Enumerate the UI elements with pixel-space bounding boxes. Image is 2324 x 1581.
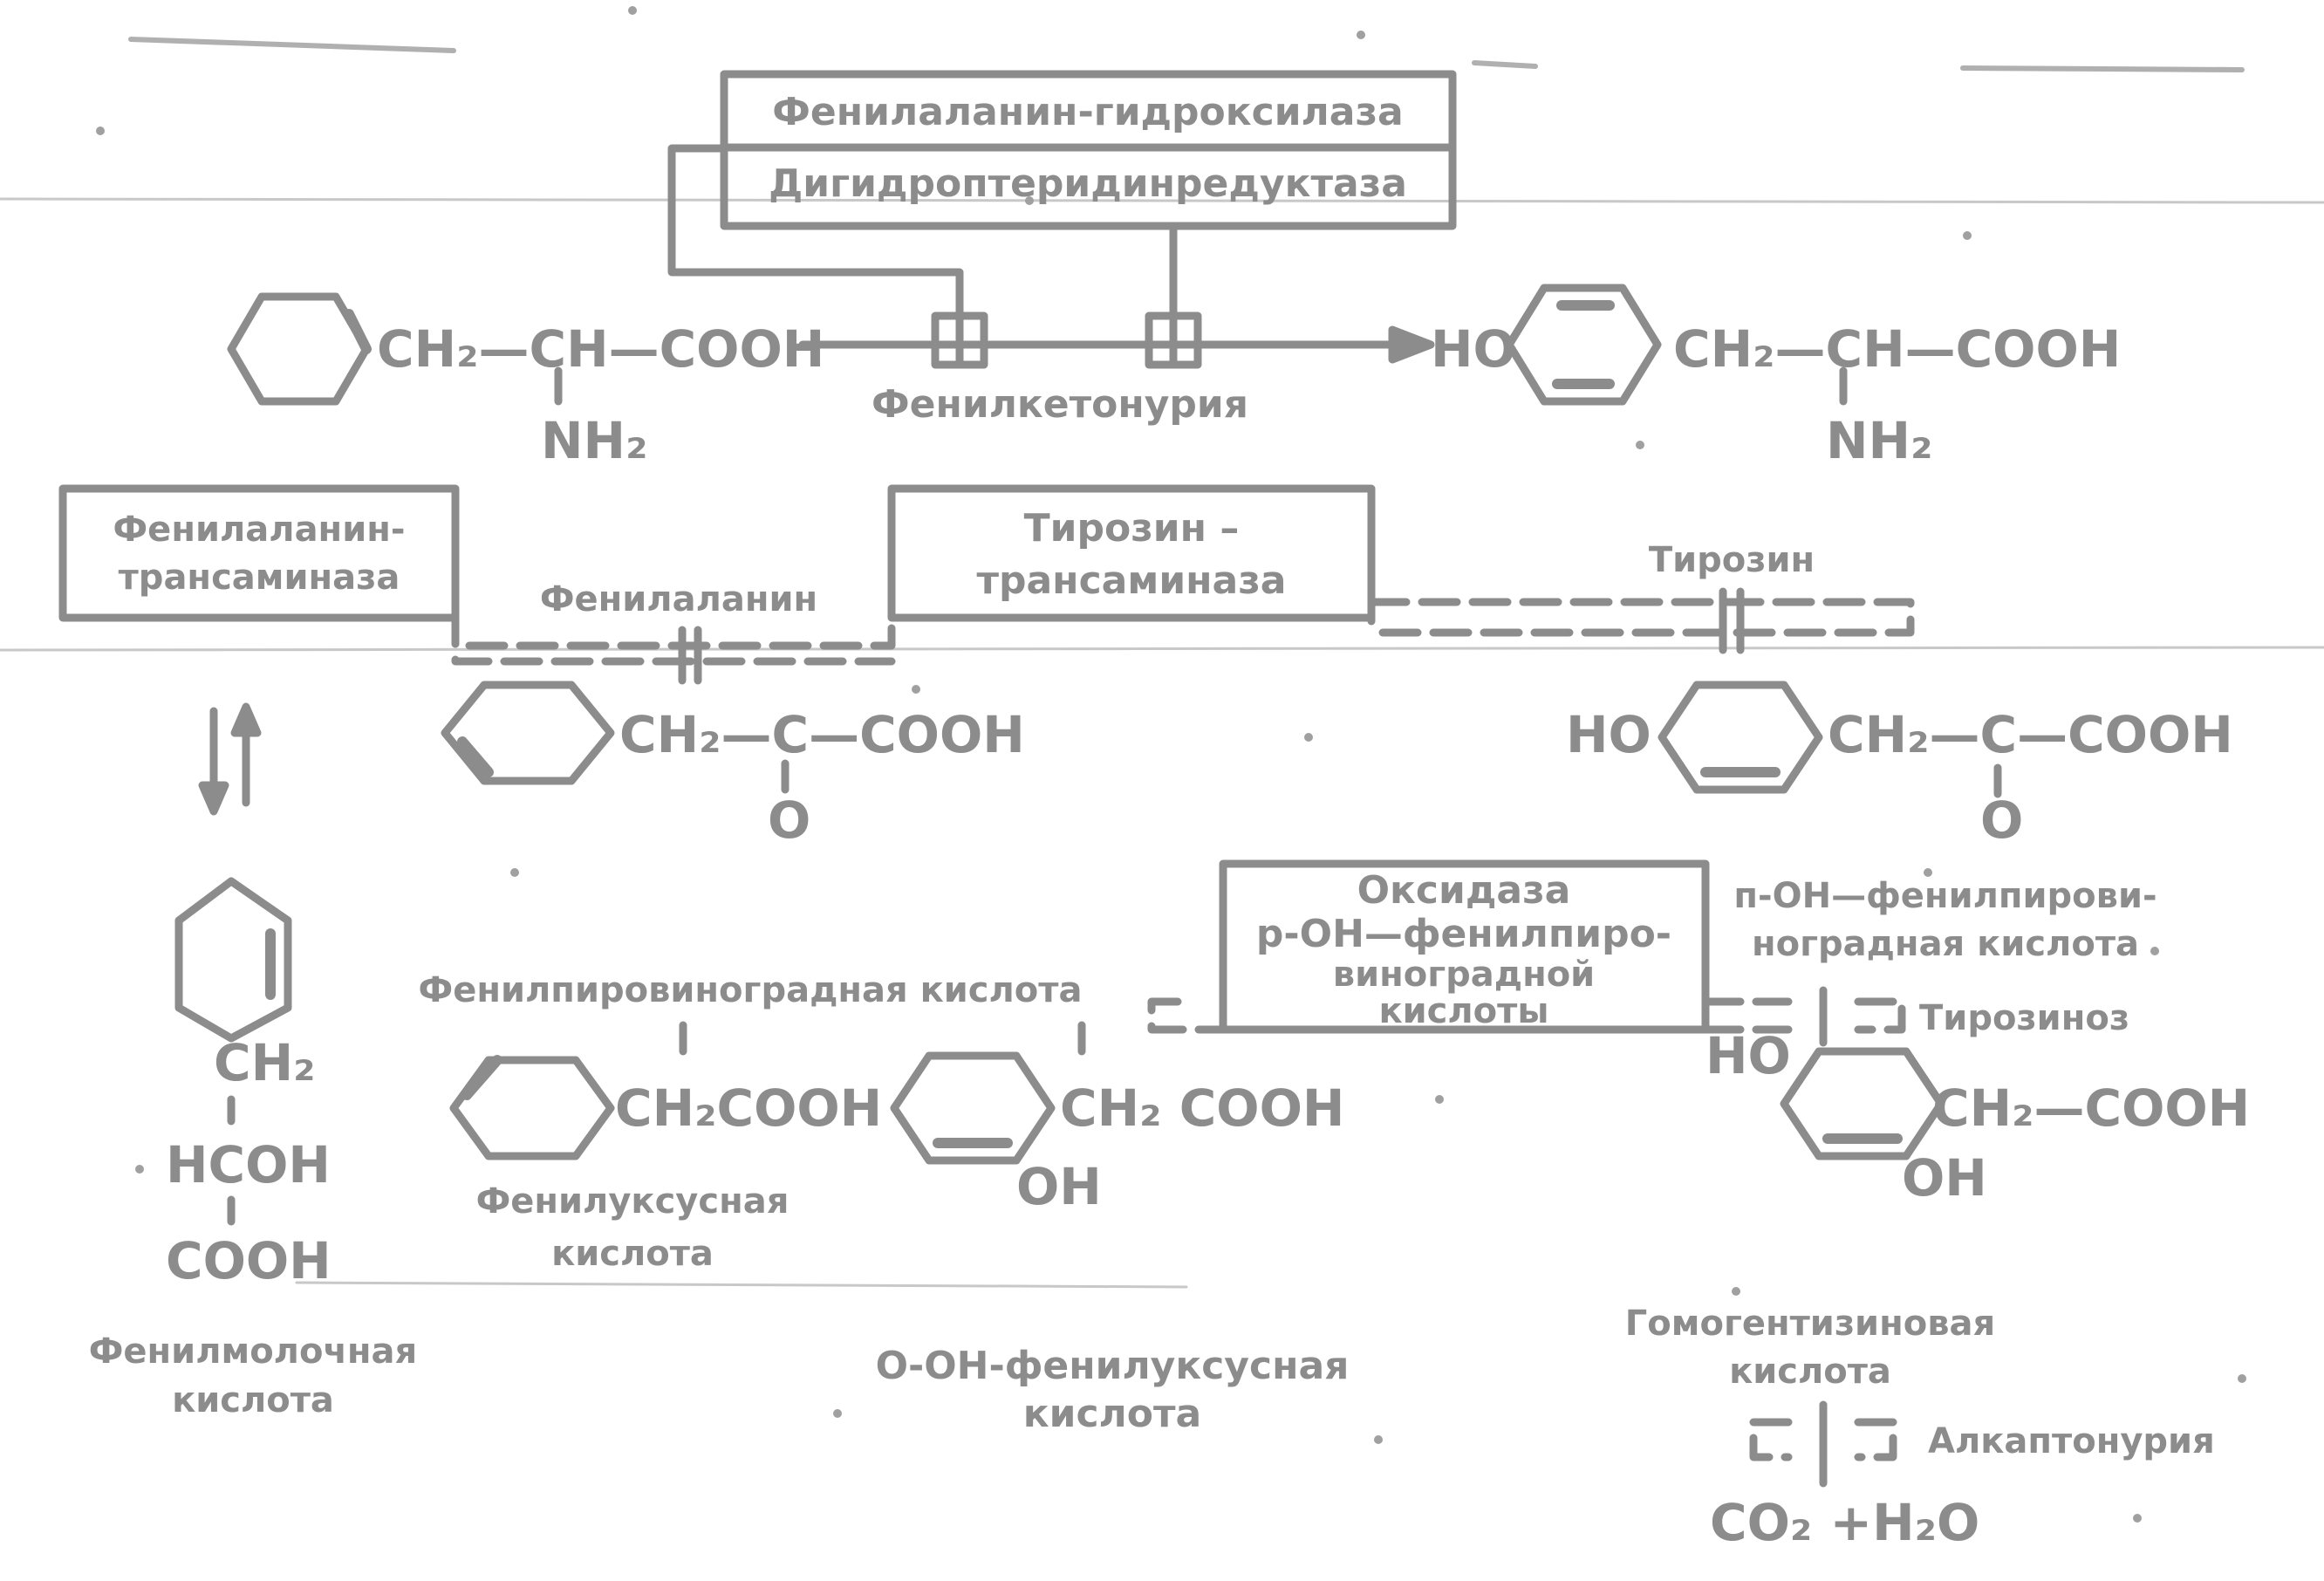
- tyr-transaminase-label-1: Тирозин –: [1024, 506, 1240, 551]
- tyrosine-block-label: Тирозин: [1649, 540, 1815, 580]
- oxidase-label-2: р-ОН—фенилпиро-: [1256, 912, 1671, 956]
- hga-side-chain: CH₂—COOH: [1932, 1078, 2250, 1138]
- phe-transaminase-label-2: трансаминаза: [119, 558, 400, 598]
- phe-transaminase-label-1: Фенилаланин-: [113, 510, 406, 550]
- ohpaa-hydroxy-group: OH: [1016, 1157, 1102, 1216]
- phenyllactic-acid-label-1: Фенилмолочная: [89, 1331, 417, 1372]
- hydroxylase-link: [667, 144, 964, 320]
- homogentisic-acid-label-2: кислота: [1729, 1352, 1891, 1392]
- phe-to-tyr-arrowhead: [1388, 325, 1435, 364]
- co2-h2o-products: CO₂ +H₂O: [1710, 1493, 1979, 1552]
- o-oh-phenylacetic-label-2: кислота: [1023, 1392, 1201, 1436]
- hga-hydroxy-bottom: OH: [1902, 1148, 1987, 1208]
- tyr-benzene-ring: [1505, 284, 1662, 406]
- ohpaa-side-chain: CH₂ COOH: [1060, 1078, 1344, 1138]
- dhpr-box: [720, 143, 1457, 230]
- hppa-name-2: ноградная кислота: [1752, 924, 2139, 964]
- hga-hydroxy-top: HO: [1705, 1026, 1791, 1085]
- phe-transaminase-box: [58, 484, 460, 622]
- pla-cooh: COOH: [166, 1231, 332, 1290]
- tyr-hydroxy-group: HO: [1431, 319, 1516, 379]
- o-oh-phenylacetic-label-1: О-ОН-фенилуксусная: [876, 1344, 1350, 1388]
- ppa-side-chain: CH₂—C—COOH: [619, 705, 1025, 764]
- phe-hydroxylase-label: Фенилаланин-гидроксилаза: [772, 90, 1403, 134]
- phe-side-chain: CH₂—CH—COOH: [377, 319, 824, 379]
- pla-ch2: CH₂: [214, 1033, 316, 1092]
- ohpaa-benzene-ring: [890, 1051, 1056, 1165]
- pla-hcoh: HCOH: [166, 1135, 331, 1194]
- scan-noise-lines: [0, 37, 2324, 1289]
- tyr-transaminase-label-2: трансаминаза: [976, 558, 1286, 603]
- paa-side-chain: CH₂COOH: [615, 1078, 882, 1138]
- paa-benzene-ring: [449, 1056, 615, 1160]
- tyr-amino-group: NH₂: [1826, 411, 1933, 470]
- dhpr-label: Дигидроптеридинредуктаза: [769, 161, 1407, 206]
- phenyllactic-acid-label-2: кислота: [172, 1380, 334, 1420]
- scan-specks: [96, 6, 2246, 1523]
- phenylketonuria-label: Фенилкетонурия: [872, 382, 1248, 427]
- phenylacetic-acid-label-2: кислота: [551, 1234, 714, 1274]
- oxidase-label-4: кислоты: [1378, 991, 1548, 1031]
- oxidase-box: [1219, 859, 1710, 1034]
- homogentisic-acid-label-1: Гомогентизиновая: [1625, 1304, 1995, 1344]
- hga-benzene-ring: [1780, 1047, 1945, 1160]
- phenylalanine-block-label: Фенилаланин: [540, 579, 817, 619]
- phenylpyruvic-acid-label: Фенилпировиноградная кислота: [419, 970, 1083, 1010]
- oxidase-label-1: Оксидаза: [1357, 868, 1571, 913]
- tyr-transaminase-box: [887, 484, 1376, 622]
- ppa-benzene-ring: [441, 681, 615, 785]
- hppa-name-1: п-ОН—фенилпирови-: [1733, 876, 2157, 916]
- dashed-links: [451, 554, 1915, 1461]
- hppa-side-chain: CH₂—C—COOH: [1828, 705, 2233, 764]
- pla-benzene-ring: [174, 877, 292, 1043]
- ppa-keto-oxygen: O: [768, 790, 810, 850]
- tyrosinosis-label: Тирозиноз: [1919, 998, 2129, 1038]
- hppa-keto-oxygen: O: [1980, 790, 2023, 850]
- phe-benzene-ring: [227, 292, 371, 406]
- alkaptonuria-label: Алкаптонурия: [1928, 1421, 2215, 1461]
- hppa-hydroxy-group: HO: [1566, 705, 1651, 764]
- phenylacetic-acid-label-1: Фенилуксусная: [476, 1181, 789, 1222]
- oxidase-label-3: виноградной: [1333, 955, 1595, 995]
- tyr-side-chain: CH₂—CH—COOH: [1673, 319, 2121, 379]
- phe-amino-group: NH₂: [541, 411, 648, 470]
- hppa-benzene-ring: [1658, 681, 1823, 794]
